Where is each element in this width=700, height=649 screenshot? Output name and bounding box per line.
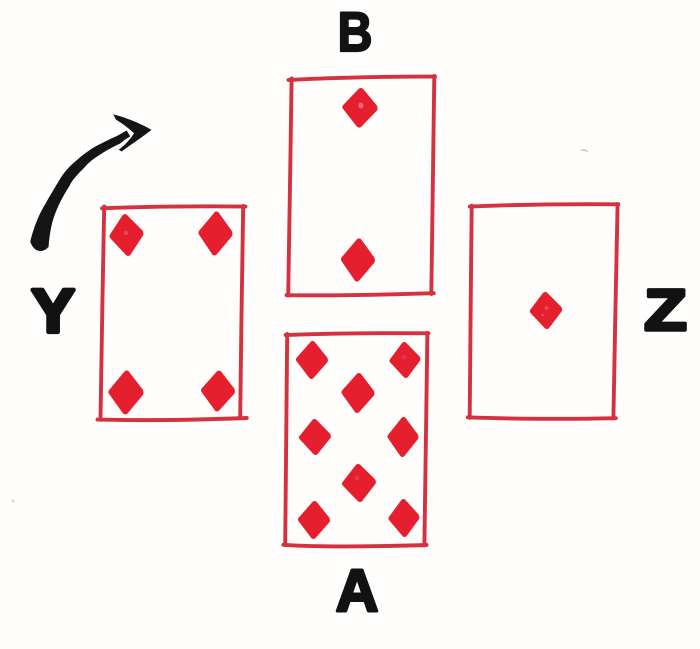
svg-text:Y: Y	[31, 277, 74, 345]
svg-text:Z: Z	[644, 277, 687, 342]
svg-text:B: B	[338, 2, 373, 64]
svg-text:A: A	[336, 558, 379, 624]
